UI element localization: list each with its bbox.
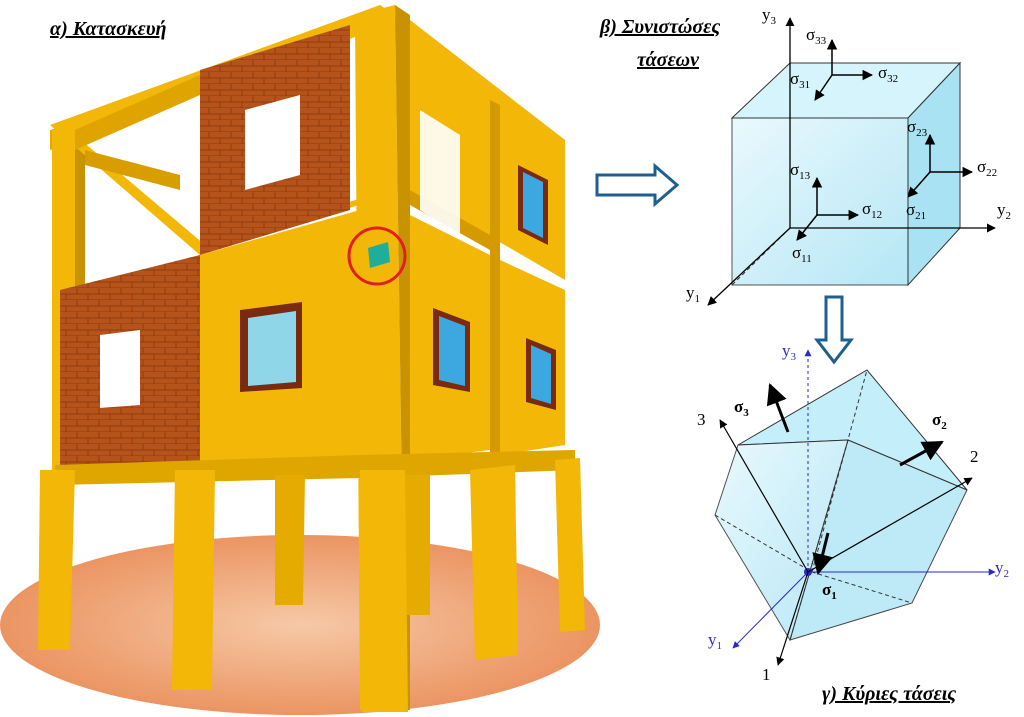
axis-label-y3: y3 (762, 5, 777, 27)
direction-label-1: 1 (762, 665, 771, 684)
axis-label-y3-blue: y3 (782, 341, 797, 363)
principal-stresses-cube: y3 y2 y1 3 2 1 σ3 σ2 σ1 γ) Κύριες τάσεις (697, 341, 1009, 705)
label-sigma-2: σ2 (932, 410, 947, 432)
arrow-down (817, 297, 851, 362)
arrow-right (597, 166, 677, 204)
caption-stress-components-2: τάσεων (637, 49, 700, 71)
building-illustration: α) Κατασκευή (0, 5, 600, 715)
label-sigma-3: σ3 (734, 397, 749, 419)
direction-label-2: 2 (970, 447, 979, 466)
axis-label-y2: y2 (997, 200, 1011, 222)
stress-components-cube: β) Συνιστώσες τάσεων y3 y2 y1 σ33 σ32 σ3… (599, 5, 1011, 305)
caption-principal-stresses: γ) Κύριες τάσεις (822, 683, 956, 705)
label-sigma-22: σ22 (977, 157, 997, 179)
caption-construction: α) Κατασκευή (50, 18, 167, 40)
axis-label-y2-blue: y2 (995, 558, 1009, 580)
direction-label-3: 3 (697, 410, 706, 429)
caption-stress-components: β) Συνιστώσες (599, 16, 720, 38)
axis-label-y1: y1 (686, 283, 700, 305)
axis-label-y1-blue: y1 (708, 630, 722, 652)
label-sigma-33: σ33 (806, 25, 827, 47)
